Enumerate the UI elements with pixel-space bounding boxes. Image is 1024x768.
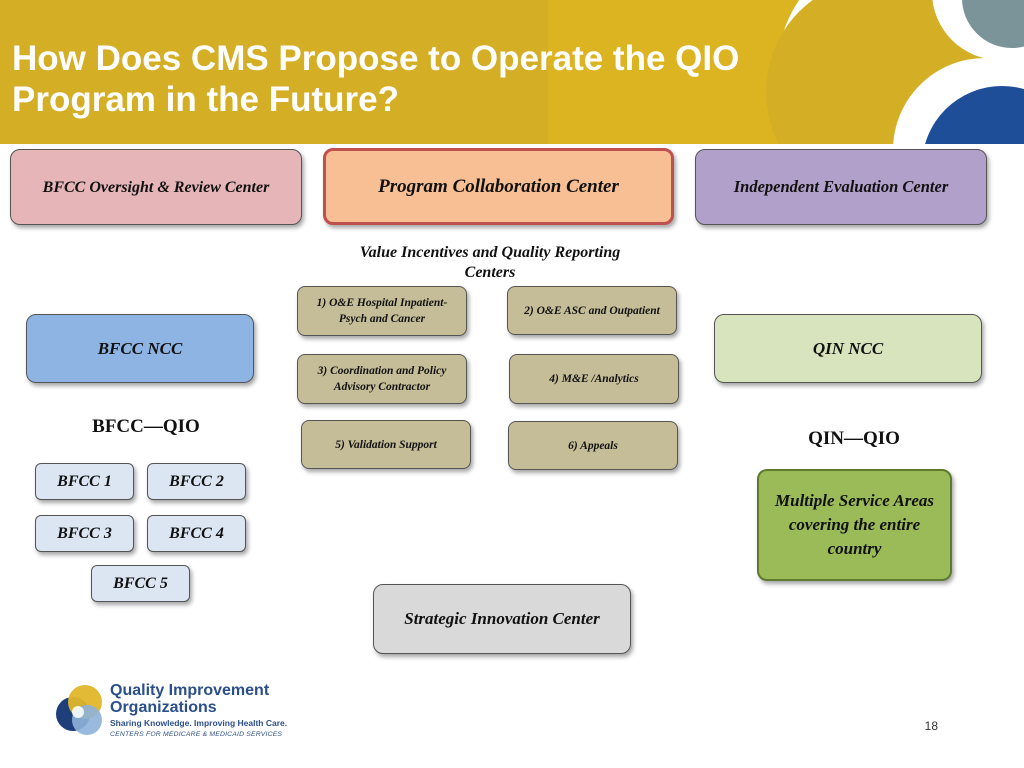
bfcc-unit-5: BFCC 5 <box>91 565 190 602</box>
bfcc-unit-4: BFCC 4 <box>147 515 246 552</box>
strategic-innovation-center: Strategic Innovation Center <box>373 584 631 654</box>
bfcc-qio-label: BFCC—QIO <box>92 416 200 437</box>
qin-qio-label: QIN—QIO <box>808 428 900 449</box>
vi-center-2: 2) O&E ASC and Outpatient <box>507 286 677 335</box>
vi-center-6: 6) Appeals <box>508 421 678 470</box>
bfcc-unit-1: BFCC 1 <box>35 463 134 500</box>
bfcc-unit-2: BFCC 2 <box>147 463 246 500</box>
logo-name-line-2: Organizations <box>110 699 217 716</box>
page-number: 18 <box>924 719 938 733</box>
qin-ncc-box: QIN NCC <box>714 314 982 383</box>
program-collaboration-center: Program Collaboration Center <box>323 148 674 225</box>
vi-center-4: 4) M&E /Analytics <box>509 354 679 404</box>
logo-cms-subtitle: CENTERS FOR MEDICARE & MEDICAID SERVICES <box>110 731 283 738</box>
title-banner: How Does CMS Propose to Operate the QIO … <box>0 0 1024 144</box>
logo-tagline: Sharing Knowledge. Improving Health Care… <box>110 718 288 728</box>
value-incentives-heading: Value Incentives and Quality Reporting C… <box>359 244 621 281</box>
vi-center-1: 1) O&E Hospital Inpatient-Psych and Canc… <box>297 286 467 336</box>
qio-logo: Quality Improvement Organizations Sharin… <box>54 676 294 744</box>
logo-name-line-1: Quality Improvement <box>110 682 270 699</box>
bfcc-ncc-box: BFCC NCC <box>26 314 254 383</box>
bfcc-unit-3: BFCC 3 <box>35 515 134 552</box>
vi-center-5: 5) Validation Support <box>301 420 471 469</box>
qio-logo-icon <box>56 685 102 735</box>
decorative-circles-graphic <box>766 0 1024 144</box>
multiple-service-areas-box: Multiple Service Areas covering the enti… <box>757 469 952 581</box>
independent-evaluation-center: Independent Evaluation Center <box>695 149 987 225</box>
vi-center-3: 3) Coordination and Policy Advisory Cont… <box>297 354 467 404</box>
slide-title: How Does CMS Propose to Operate the QIO … <box>12 39 740 119</box>
logo-name: Quality Improvement Organizations <box>110 682 269 716</box>
bfcc-oversight-review-center: BFCC Oversight & Review Center <box>10 149 302 225</box>
